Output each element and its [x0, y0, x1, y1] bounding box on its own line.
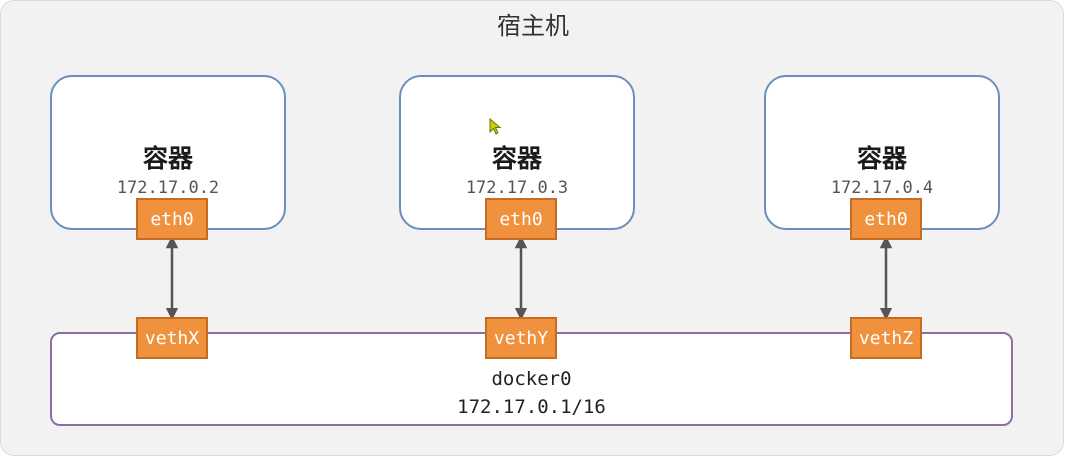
container-2: 容器 172.17.0.3: [399, 75, 635, 230]
container-3-name: 容器: [856, 144, 907, 173]
container-2-ip: 172.17.0.3: [465, 178, 569, 198]
eth0-interface-3: eth0: [850, 198, 922, 240]
container-3-ip: 172.17.0.4: [830, 178, 934, 198]
mouse-cursor-icon: [489, 118, 502, 135]
eth0-interface-2: eth0: [485, 198, 557, 240]
container-2-name: 容器: [491, 144, 542, 173]
veth-interface-y: vethY: [485, 317, 557, 359]
bridge-subnet: 172.17.0.1/16: [457, 396, 606, 418]
host-title: 宿主机: [497, 12, 569, 40]
veth-interface-z: vethZ: [850, 317, 922, 359]
eth0-interface-1: eth0: [136, 198, 208, 240]
container-1-ip: 172.17.0.2: [116, 178, 220, 198]
veth-interface-x: vethX: [136, 317, 208, 359]
bridge-name: docker0: [491, 368, 572, 390]
container-1-name: 容器: [142, 144, 193, 173]
